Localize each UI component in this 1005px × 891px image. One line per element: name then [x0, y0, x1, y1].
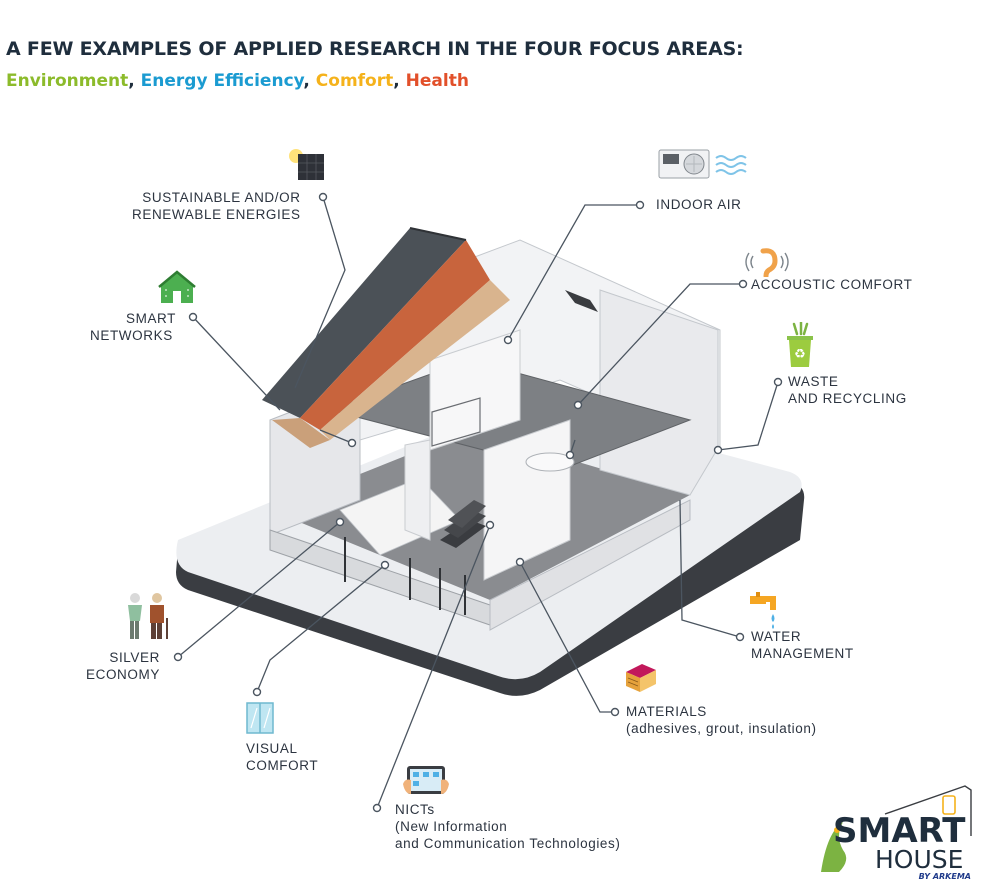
roof: [262, 227, 510, 448]
focus-areas: Environment, Energy Efficiency, Comfort,…: [6, 71, 469, 91]
callout-dot: [485, 520, 495, 530]
callout-line-acoustic: [577, 283, 743, 406]
page-title: A FEW EXAMPLES OF APPLIED RESEARCH IN TH…: [6, 38, 744, 60]
separator: ,: [303, 71, 316, 91]
callout-dot: [372, 803, 382, 813]
callout-dot: [610, 707, 620, 717]
callout-dot: [188, 312, 198, 322]
elderly-couple-icon: [128, 593, 168, 639]
faucet-icon: [750, 592, 776, 629]
label-acoustic-comfort: ACCOUSTIC COMFORT: [751, 277, 913, 292]
tablet-icon: [403, 766, 449, 794]
callout-line-silver: [177, 521, 341, 658]
callout-line-waste: [717, 381, 779, 451]
label-sustainable-energies: SUSTAINABLE AND/OR RENEWABLE ENERGIES: [132, 190, 301, 222]
callout-dot: [503, 335, 513, 345]
logo-byline: BY ARKEMA: [919, 872, 971, 881]
callout-line-smart-networks: [192, 316, 281, 411]
label-nicts: NICTs (New Information and Communication…: [395, 802, 621, 851]
callout-line-roof-beam: [319, 429, 353, 444]
label-water-management: WATER MANAGEMENT: [751, 629, 854, 661]
staircase: [440, 500, 486, 548]
callout-dot: [515, 557, 525, 567]
callout-line-sustainable: [294, 196, 346, 389]
solar-panel-icon: [289, 149, 324, 180]
skylight: [565, 290, 598, 312]
label-materials: MATERIALS (adhesives, grout, insulation): [626, 704, 817, 736]
callout-dot: [318, 192, 328, 202]
front-right-wall: [489, 499, 691, 631]
label-visual-comfort: VISUAL COMFORT: [246, 741, 319, 773]
callout-dot: [252, 687, 262, 697]
callout-line-nicts: [376, 524, 491, 809]
callout-dot: [735, 632, 745, 642]
logo-smart: SMART: [833, 811, 966, 851]
callout-dot: [773, 377, 783, 387]
callout-line-materials: [519, 561, 615, 713]
callout-dot: [573, 400, 583, 410]
callout-dot: [380, 560, 390, 570]
callout-dot: [738, 279, 748, 289]
separator: ,: [393, 71, 406, 91]
logo-house: HOUSE: [875, 845, 963, 874]
callout-dot: [347, 438, 357, 448]
material-layers-icon: [626, 664, 656, 692]
air-conditioner-icon: [658, 149, 747, 179]
callout-dot: [335, 517, 345, 527]
callout-line-indoor-air: [507, 204, 640, 341]
callout-dot: [565, 450, 575, 460]
focus-area-environment: Environment: [6, 71, 129, 91]
callout-dot: [635, 200, 645, 210]
callout-dot: [173, 652, 183, 662]
partition-wall: [429, 329, 521, 451]
railing: [431, 397, 481, 447]
callout-line-visual: [256, 564, 386, 693]
window-icon: [246, 702, 274, 734]
focus-area-energy-efficiency: Energy Efficiency: [140, 71, 304, 91]
focus-area-health: Health: [405, 71, 469, 91]
focus-area-comfort: Comfort: [315, 71, 394, 91]
partition-wall: [404, 439, 431, 541]
label-waste-recycling: WASTE AND RECYCLING: [788, 374, 907, 406]
smart-home-icon: [158, 270, 196, 303]
ear-icon: [745, 248, 789, 277]
label-silver-economy: SILVER ECONOMY: [86, 650, 160, 682]
bathtub: [525, 452, 575, 472]
callout-line-water: [679, 499, 741, 638]
label-smart-networks: SMART: [126, 311, 177, 326]
svg-text:♻: ♻: [794, 347, 806, 362]
separator: ,: [128, 71, 141, 91]
recycling-bin-icon: ♻: [787, 322, 813, 367]
callout-dot: [713, 445, 723, 455]
smart-house-logo: SMART HOUSE BY ARKEMA: [821, 785, 974, 881]
label-indoor-air: INDOOR AIR: [656, 197, 742, 212]
label-smart-networks-line2: NETWORKS: [90, 328, 173, 343]
